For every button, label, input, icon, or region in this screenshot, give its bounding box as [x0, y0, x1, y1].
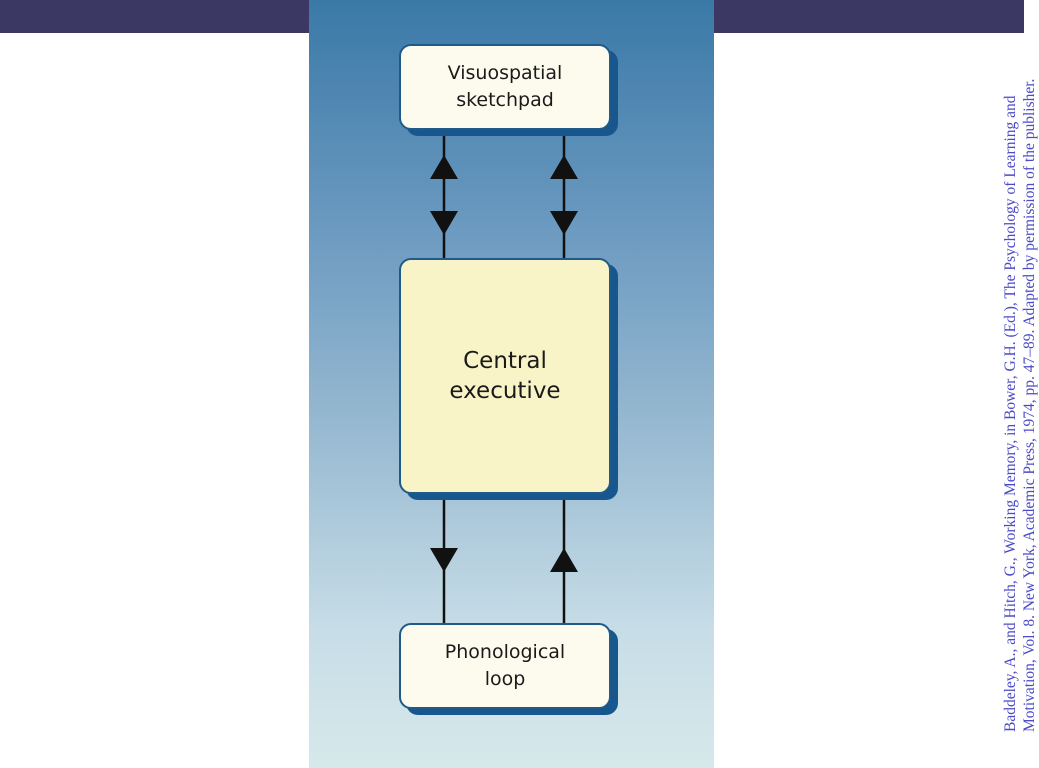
figure-panel: Visuospatial sketchpad Central executive…: [309, 0, 714, 768]
phonological-loop-label: Phonological loop: [444, 641, 566, 690]
phonological-loop-box: Phonological loop: [399, 623, 611, 709]
connector-arrows: [430, 130, 578, 623]
central-executive-box: Central executive: [399, 258, 611, 494]
arrowhead-up-icon: [550, 548, 578, 572]
arrowhead-down-icon: [430, 548, 458, 572]
central-executive-label: Central executive: [449, 348, 561, 404]
arrowhead-up-icon: [550, 155, 578, 179]
arrowhead-up-icon: [430, 155, 458, 179]
visuospatial-sketchpad-box: Visuospatial sketchpad: [399, 44, 611, 130]
visuospatial-sketchpad-label: Visuospatial sketchpad: [447, 62, 563, 111]
arrowhead-down-icon: [550, 211, 578, 235]
source-citation: Baddeley, A., and Hitch, G., Working Mem…: [1002, 78, 1038, 732]
arrowhead-down-icon: [430, 211, 458, 235]
